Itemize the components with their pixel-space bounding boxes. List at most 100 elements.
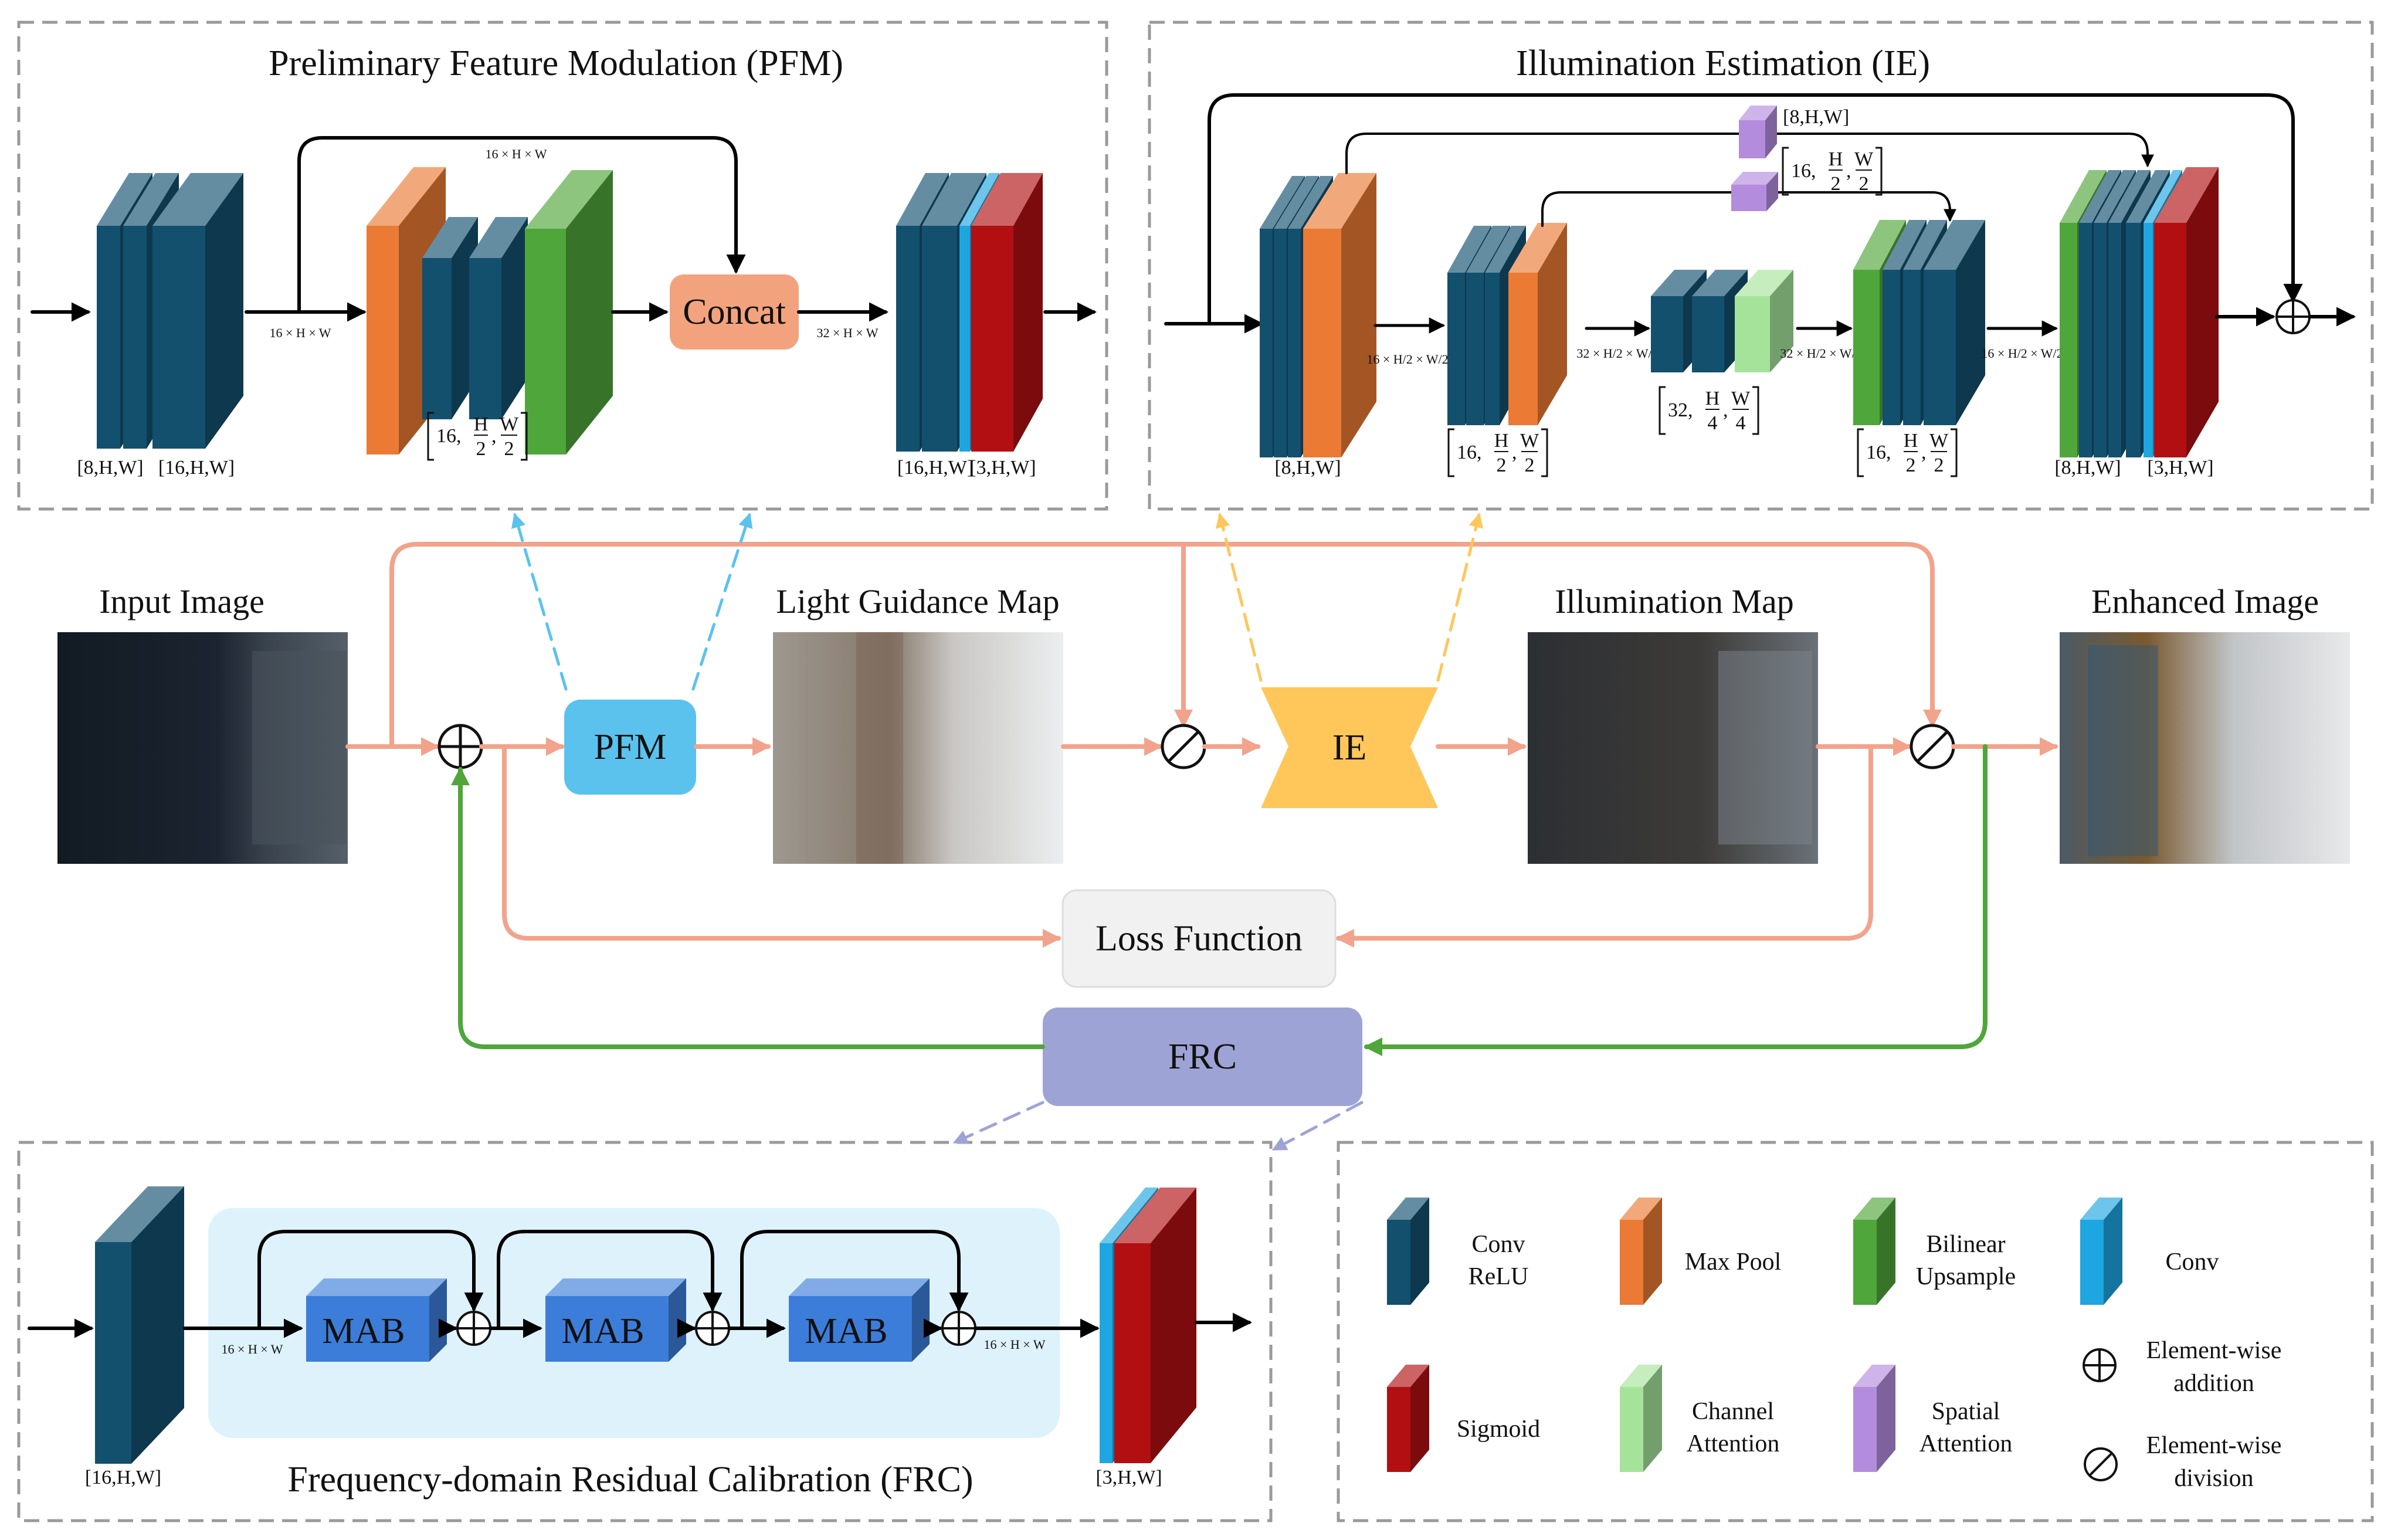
ie-frac-c-w-den: 2 (1934, 454, 1944, 476)
ie-enc2-conv-2-top (1466, 226, 1510, 273)
light-guidance-map (773, 632, 1063, 864)
pfm-half-conv-2-side (501, 217, 528, 419)
input-image (57, 632, 348, 864)
frc-box: FRC (1043, 1008, 1362, 1106)
ie-out-conv-front (2144, 223, 2153, 457)
ie-frac-b-comma: , (1723, 399, 1728, 421)
pfm-out-sigmoid-top (971, 173, 1043, 226)
legend-cuboid-icon-1 (1387, 1198, 1429, 1305)
frc-conv-relu-front (95, 1242, 131, 1464)
ie-frac-a-h-den: 2 (1497, 454, 1507, 476)
enhanced-to-frc-arrow (1364, 744, 1988, 1056)
pfm-out-conv-2-front (922, 226, 957, 452)
ie-outer-skip (1208, 93, 2303, 325)
enhanced-image (2060, 632, 2350, 864)
ie-frac-c-h-num: H (1904, 430, 1918, 452)
ie-frac-a-lbracket (1447, 428, 1454, 477)
legend-cuboid-icon-4-side (2104, 1198, 2122, 1305)
add-to-loss-arrow (502, 744, 1061, 948)
ie-enc2-maxpool-front (1508, 273, 1538, 425)
frc-out-sigmoid-front (1114, 1243, 1151, 1463)
legend-cuboid-icon-7-front (1853, 1387, 1877, 1472)
ie-frac-c-rbracket (1951, 428, 1958, 477)
frc-out-sigmoid-side (1151, 1188, 1196, 1463)
ie-out-conv-top (2144, 170, 2182, 223)
ie-bottleneck-conv-2-front (1692, 296, 1724, 372)
ie-enc1-maxpool-side (1341, 173, 1376, 457)
ie-enc2-conv-3-top (1485, 226, 1526, 273)
ie-dim-3hw: [3,H,W] (2147, 457, 2213, 479)
illumination-map (1528, 632, 1818, 864)
ie-out-sigmoid (2154, 167, 2219, 457)
pfm-dim-3hw: [3,H,W] (969, 457, 1036, 479)
pfm-dim-8hw: [8,H,W] (77, 457, 143, 479)
pfm-conv-1-top (97, 173, 152, 226)
legend-cuboid-icon-3-side (1877, 1198, 1895, 1305)
legend-cuboid-icon-2 (1620, 1198, 1662, 1305)
pfm-maxpool-top (367, 167, 446, 226)
mab-block-1 (306, 1278, 447, 1362)
main-add-node (437, 724, 483, 769)
ie-frac-c-h-den: 2 (1906, 454, 1916, 476)
legend-slash-circle-icon-slash (2088, 1452, 2113, 1477)
legend-cuboid-icon-2-top (1620, 1198, 1662, 1220)
frc-dim-3hw: [3,H,W] (1096, 1467, 1162, 1488)
frc-dashed-left (952, 1101, 1044, 1144)
ie-skip-top-spatial (1739, 106, 1777, 158)
pfm-frac-dim-w-den: 2 (504, 438, 514, 460)
pfm-upsample-front (525, 229, 566, 454)
ie-skip-mid-spatial-front (1731, 185, 1766, 211)
legend-cuboid-icon-1-front (1387, 1220, 1410, 1305)
concat-box: Concat (670, 274, 799, 350)
pfm-out-sigmoid-front (971, 226, 1013, 452)
ie-frac-a-rbracket (1541, 428, 1548, 477)
ie-dec2-conv-1-front (2079, 223, 2092, 457)
ie-dim-arrow-c: 32 × H/2 × W/2 (1780, 346, 1861, 361)
illumination-map-label: Illumination Map (1555, 582, 1794, 620)
ie-bowtie-shape (1261, 687, 1438, 808)
pfm-out-sigmoid (971, 173, 1043, 452)
ie-dec1-conv-2-front (1903, 270, 1921, 425)
legend-add-label-b: addition (2173, 1370, 2254, 1397)
ie-dec2-conv-4-top (2126, 170, 2170, 223)
pfm-skip-arrow (297, 136, 746, 314)
light-guidance-photo (773, 632, 1063, 864)
pfm-out-conv-front (959, 226, 970, 452)
ie-enc2-conv-1-top (1447, 226, 1491, 273)
ie-frac-a-w-den: 2 (1525, 454, 1535, 476)
ie-enc2-conv-2-front (1466, 273, 1484, 425)
mab-block-2 (545, 1278, 686, 1362)
light-guidance-door (856, 632, 903, 864)
pfm-out-conv-2-top (922, 173, 986, 226)
ie-panel-title: Illumination Estimation (IE) (1516, 43, 1930, 83)
mab-block-2-front (545, 1296, 669, 1362)
ie-dec1-upsample-front (1853, 270, 1880, 425)
mab-label-2: MAB (561, 1311, 644, 1351)
pfm-frac-dim-lbracket (427, 412, 434, 461)
main-div-node-1-slash (1168, 731, 1199, 762)
ie-dashed-right (1436, 513, 1484, 682)
concat-box-label: Concat (683, 292, 786, 332)
pfm-frac-dim-channel: 16, (436, 425, 462, 447)
pfm-conv-3-side (205, 173, 243, 449)
legend-cuboid-icon-7-top (1853, 1365, 1895, 1387)
frc-skip-arrow-3 (740, 1230, 969, 1330)
pfm-conv-1-front (97, 226, 120, 449)
ie-frac-b-channel: 32, (1668, 399, 1693, 421)
legend-item-4: Conv (2080, 1198, 2219, 1305)
legend-cuboid-icon-6 (1620, 1365, 1662, 1472)
ie-frac-skip-mid-h-den: 2 (1831, 173, 1841, 195)
pfm-dim-top-arrow: 16 × H × W (485, 147, 547, 161)
pfm-out-conv-1-top (896, 173, 949, 226)
ie-frac-c: 16,H2,W2 (1857, 428, 1958, 477)
legend-cuboid-icon-3-top (1853, 1198, 1895, 1220)
ie-frac-skip-mid-w-den: 2 (1859, 173, 1869, 195)
pfm-dim-concat-out: 32 × H × W (816, 325, 878, 340)
ie-dec1-conv-1-top (1883, 220, 1927, 270)
ie-out-sigmoid-top (2154, 167, 2219, 223)
ie-frac-b-rbracket (1752, 386, 1759, 435)
ie-frac-a-channel: 16, (1457, 442, 1482, 463)
